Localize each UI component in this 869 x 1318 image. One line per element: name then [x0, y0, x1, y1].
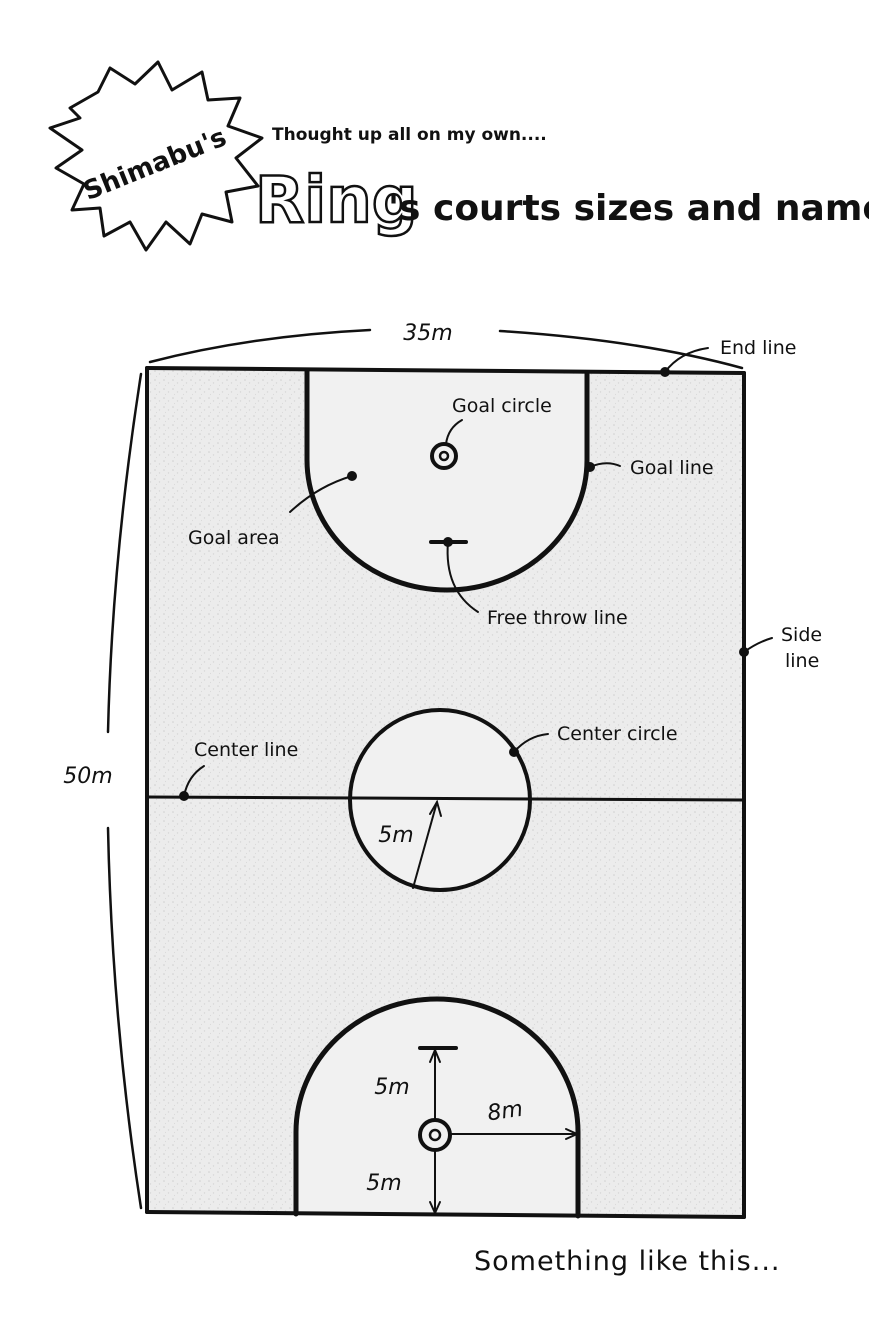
center-circle	[348, 708, 532, 892]
goal-circle-top-inner	[438, 450, 450, 462]
width-dimension-label: 35m	[403, 321, 452, 346]
center-line	[145, 795, 746, 802]
goal-circle-leader	[445, 419, 463, 445]
goal-circle-bottom-outer	[418, 1118, 452, 1152]
goal-circle-bottom-inner	[428, 1128, 442, 1142]
length-dimension-label: 50m	[63, 764, 112, 789]
goal-line-label: Goal line	[630, 457, 714, 479]
end-line-dot	[660, 367, 670, 377]
center-circle-dot	[509, 747, 519, 757]
court-dimensions: 35m 50m 5m 5m 5m 8m	[63, 321, 744, 1210]
side-line-label-2: line	[785, 650, 819, 672]
goal-area-bottom	[296, 999, 578, 1216]
goal-line-top	[304, 367, 590, 593]
goal-area-leader	[289, 475, 353, 513]
width-dimension-right	[498, 329, 744, 370]
end-line-bottom	[145, 1210, 746, 1219]
title-rest: 's courts sizes and names!	[388, 188, 869, 229]
free-throw-leader	[446, 541, 479, 613]
length-dimension-bottom	[106, 826, 143, 1210]
goal-line-bottom	[293, 996, 581, 1219]
end-line-top	[145, 366, 746, 375]
court	[145, 366, 746, 1219]
length-dimension-top	[106, 372, 143, 734]
goal-area-dot	[347, 471, 357, 481]
goal-area-label: Goal area	[188, 527, 280, 549]
center-radius-arrow	[412, 801, 438, 889]
center-circle-fill	[350, 710, 530, 890]
side-line-dot	[739, 647, 749, 657]
burst-shape	[48, 60, 264, 252]
callouts: End line Goal circle Goal line Goal area…	[179, 337, 822, 801]
side-line-label-1: Side	[781, 624, 822, 646]
width-dimension-left	[148, 328, 372, 364]
center-line-dot	[179, 791, 189, 801]
title-block: Shimabu's Thought up all on my own.... R…	[48, 60, 869, 252]
end-line-label: End line	[720, 337, 796, 359]
free-throw-dot	[443, 537, 453, 547]
center-line-label: Center line	[194, 739, 298, 761]
goal-area-radius-label: 8m	[486, 1097, 525, 1127]
goal-circle-label: Goal circle	[452, 395, 552, 417]
title-subtitle: Thought up all on my own....	[272, 125, 547, 145]
center-radius-arrowhead	[429, 799, 442, 817]
center-radius-label: 5m	[378, 823, 413, 848]
free-throw-distance-arrowhead	[429, 1047, 441, 1063]
free-throw-label: Free throw line	[487, 607, 628, 629]
goal-area-top	[307, 370, 587, 590]
goal-line-dot	[585, 462, 595, 472]
goal-to-end-arrowhead	[429, 1201, 441, 1216]
free-throw-lower-label: 5m	[366, 1171, 401, 1196]
goal-area-radius-arrowhead	[565, 1128, 580, 1140]
footer-caption: Something like this...	[474, 1246, 781, 1277]
title-ring-word: Ring	[255, 164, 418, 238]
goal-circle-top-outer	[430, 442, 458, 470]
center-circle-label: Center circle	[557, 723, 678, 745]
free-throw-upper-label: 5m	[374, 1075, 409, 1100]
